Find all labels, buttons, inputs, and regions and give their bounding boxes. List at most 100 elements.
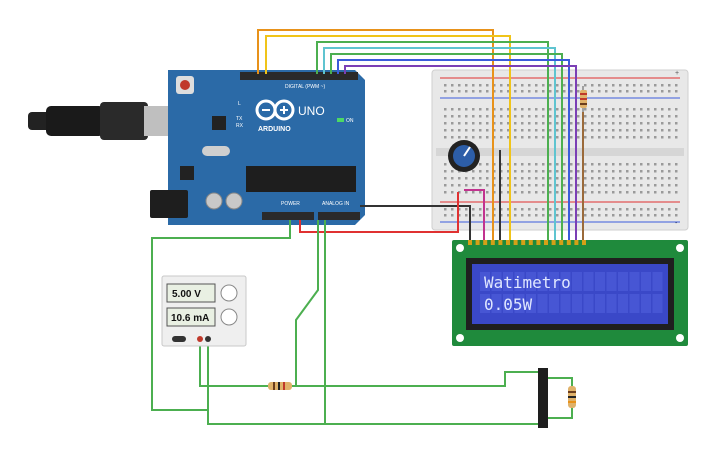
breadboard-hole[interactable] <box>451 122 454 125</box>
breadboard-hole[interactable] <box>584 177 587 180</box>
breadboard-hole[interactable] <box>493 115 496 118</box>
breadboard-hole[interactable] <box>563 129 566 132</box>
breadboard-hole[interactable] <box>654 136 657 139</box>
breadboard-hole[interactable] <box>584 163 587 166</box>
breadboard-hole[interactable] <box>654 177 657 180</box>
breadboard-hole[interactable] <box>472 208 475 211</box>
breadboard-hole[interactable] <box>500 191 503 194</box>
lcd-pin[interactable] <box>490 240 495 245</box>
breadboard-hole[interactable] <box>584 136 587 139</box>
power-header[interactable] <box>262 212 314 220</box>
breadboard-hole[interactable] <box>654 170 657 173</box>
breadboard-hole[interactable] <box>591 163 594 166</box>
breadboard-hole[interactable] <box>514 177 517 180</box>
breadboard-hole[interactable] <box>605 214 608 217</box>
breadboard-hole[interactable] <box>668 214 671 217</box>
breadboard-hole[interactable] <box>542 122 545 125</box>
breadboard-hole[interactable] <box>661 191 664 194</box>
breadboard-hole[interactable] <box>619 170 622 173</box>
breadboard-hole[interactable] <box>605 136 608 139</box>
breadboard-hole[interactable] <box>647 177 650 180</box>
breadboard-hole[interactable] <box>570 177 573 180</box>
breadboard-hole[interactable] <box>668 122 671 125</box>
breadboard-hole[interactable] <box>472 177 475 180</box>
lcd-module[interactable]: Watimetro 0.05W <box>452 240 688 346</box>
breadboard-hole[interactable] <box>528 163 531 166</box>
breadboard-hole[interactable] <box>591 177 594 180</box>
breadboard-hole[interactable] <box>563 115 566 118</box>
analog-header[interactable] <box>318 212 360 220</box>
breadboard-hole[interactable] <box>633 129 636 132</box>
breadboard-hole[interactable] <box>472 90 475 93</box>
breadboard-hole[interactable] <box>465 115 468 118</box>
breadboard-hole[interactable] <box>661 136 664 139</box>
breadboard-hole[interactable] <box>493 122 496 125</box>
breadboard-hole[interactable] <box>598 170 601 173</box>
breadboard-hole[interactable] <box>472 129 475 132</box>
breadboard-hole[interactable] <box>633 108 636 111</box>
breadboard-hole[interactable] <box>486 122 489 125</box>
breadboard-hole[interactable] <box>640 115 643 118</box>
breadboard-hole[interactable] <box>626 191 629 194</box>
breadboard-hole[interactable] <box>675 90 678 93</box>
breadboard-hole[interactable] <box>598 177 601 180</box>
breadboard-hole[interactable] <box>591 115 594 118</box>
voltage-knob[interactable] <box>220 284 238 302</box>
breadboard-hole[interactable] <box>619 136 622 139</box>
lcd-pin[interactable] <box>528 240 533 245</box>
breadboard-hole[interactable] <box>640 84 643 87</box>
breadboard-hole[interactable] <box>668 163 671 166</box>
breadboard-hole[interactable] <box>570 108 573 111</box>
breadboard-hole[interactable] <box>619 115 622 118</box>
breadboard-hole[interactable] <box>563 214 566 217</box>
breadboard-hole[interactable] <box>479 163 482 166</box>
breadboard-hole[interactable] <box>570 122 573 125</box>
breadboard-hole[interactable] <box>619 84 622 87</box>
lcd-pin[interactable] <box>559 240 564 245</box>
breadboard-hole[interactable] <box>661 214 664 217</box>
breadboard-hole[interactable] <box>549 208 552 211</box>
breadboard-hole[interactable] <box>479 115 482 118</box>
breadboard-hole[interactable] <box>528 115 531 118</box>
breadboard-hole[interactable] <box>458 122 461 125</box>
pin-header[interactable] <box>538 368 548 428</box>
breadboard-hole[interactable] <box>563 84 566 87</box>
breadboard-hole[interactable] <box>675 136 678 139</box>
wire-blue[interactable] <box>337 59 570 242</box>
lcd-pin[interactable] <box>498 240 503 245</box>
breadboard-hole[interactable] <box>479 170 482 173</box>
breadboard-hole[interactable] <box>591 191 594 194</box>
breadboard-hole[interactable] <box>619 129 622 132</box>
wire-magenta[interactable] <box>464 189 485 242</box>
breadboard-hole[interactable] <box>570 170 573 173</box>
breadboard-hole[interactable] <box>549 84 552 87</box>
breadboard-hole[interactable] <box>661 170 664 173</box>
breadboard-hole[interactable] <box>458 208 461 211</box>
breadboard-hole[interactable] <box>507 115 510 118</box>
breadboard-hole[interactable] <box>507 208 510 211</box>
breadboard-hole[interactable] <box>626 84 629 87</box>
breadboard-hole[interactable] <box>451 136 454 139</box>
breadboard-hole[interactable] <box>577 208 580 211</box>
breadboard-hole[interactable] <box>570 208 573 211</box>
breadboard-hole[interactable] <box>563 90 566 93</box>
breadboard-hole[interactable] <box>675 214 678 217</box>
breadboard-hole[interactable] <box>479 177 482 180</box>
breadboard-hole[interactable] <box>661 115 664 118</box>
breadboard-hole[interactable] <box>675 163 678 166</box>
breadboard-hole[interactable] <box>668 90 671 93</box>
breadboard-hole[interactable] <box>591 170 594 173</box>
breadboard-hole[interactable] <box>486 163 489 166</box>
breadboard-hole[interactable] <box>563 170 566 173</box>
breadboard-hole[interactable] <box>591 84 594 87</box>
breadboard-hole[interactable] <box>619 214 622 217</box>
breadboard-hole[interactable] <box>654 214 657 217</box>
breadboard-hole[interactable] <box>640 208 643 211</box>
breadboard-hole[interactable] <box>675 177 678 180</box>
breadboard-hole[interactable] <box>486 184 489 187</box>
breadboard-hole[interactable] <box>605 208 608 211</box>
breadboard-hole[interactable] <box>612 191 615 194</box>
breadboard-hole[interactable] <box>647 184 650 187</box>
breadboard-hole[interactable] <box>479 122 482 125</box>
